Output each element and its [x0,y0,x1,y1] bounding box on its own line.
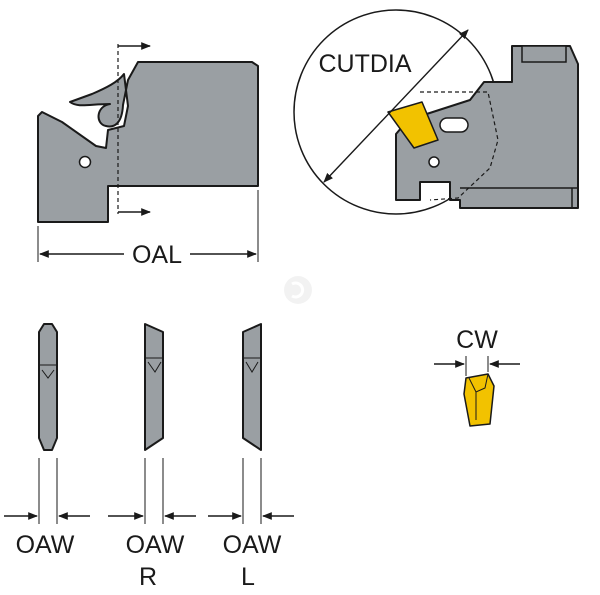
hand-right-label: R [139,563,157,590]
oaw-right-label: OAW [126,531,185,559]
cw-label: CW [456,326,498,354]
holder-assembly-view: CUTDIA [293,9,579,215]
blade-edge-view-neutral: OAW [4,323,90,559]
blade-side-view: OAL [37,42,259,269]
sandvik-logo-icon [284,276,312,304]
oaw-neutral-label: OAW [16,531,75,559]
oal-label: OAL [132,241,182,269]
hand-left-label: L [241,563,255,590]
blade-edge-view-left: OAW L [208,323,294,591]
blade-edge-view-right: OAW R [108,323,196,591]
cutdia-label: CUTDIA [318,50,411,78]
insert-top-view: CW [434,326,520,427]
blade-body [37,61,259,223]
oaw-left-label: OAW [223,531,282,559]
blade-hole [78,155,92,169]
